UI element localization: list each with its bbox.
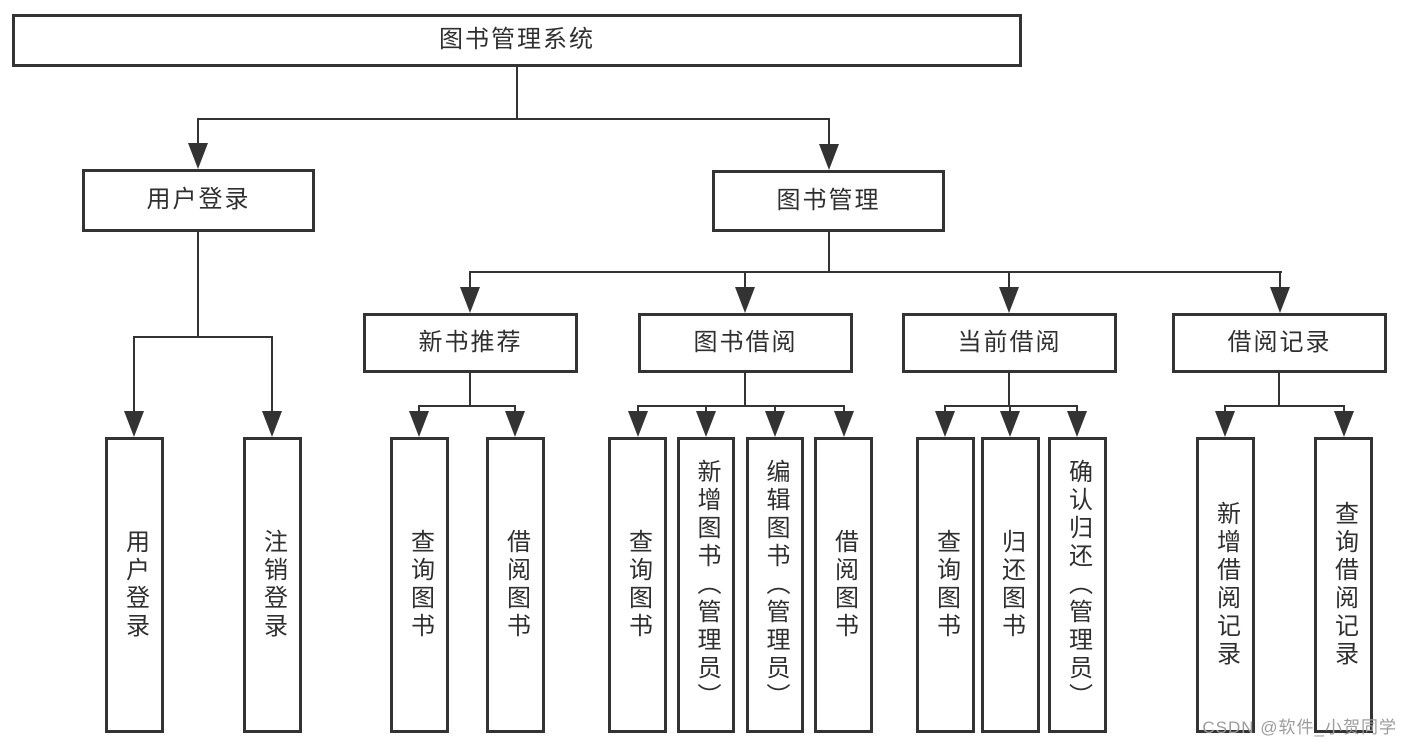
edge-stem-cb-query xyxy=(944,405,946,415)
leaf-rec-add-record: 新增借阅记录 xyxy=(1196,437,1255,733)
arrowhead-leaf-logout xyxy=(262,411,282,437)
arrowhead-nb-borrow xyxy=(505,411,525,437)
leaf-rec-add-record-label: 新增借阅记录 xyxy=(1212,501,1240,669)
watermark: CSDN @软件_小贺同学 xyxy=(1202,718,1397,737)
edge-new-book-rail xyxy=(418,405,516,407)
edge-stem-leaf-login xyxy=(133,336,135,413)
edge-current-trunk xyxy=(1008,373,1010,407)
edge-stem-bb-query xyxy=(637,405,639,415)
leaf-nb-query-book-label: 查询图书 xyxy=(406,529,434,641)
leaf-nb-query-book: 查询图书 xyxy=(390,437,449,733)
leaf-bb-edit-book-label: 编辑图书（管理员） xyxy=(762,459,789,711)
edge-stem-rec-add xyxy=(1224,405,1226,415)
leaf-nb-borrow-book: 借阅图书 xyxy=(486,437,545,733)
node-borrow-records: 借阅记录 xyxy=(1172,313,1387,373)
edge-stem-nb-query xyxy=(418,405,420,415)
leaf-nb-borrow-book-label: 借阅图书 xyxy=(502,529,530,641)
leaf-cb-return-book: 归还图书 xyxy=(981,437,1040,733)
leaf-cb-query-book-label: 查询图书 xyxy=(932,529,960,641)
leaf-cb-return-book-label: 归还图书 xyxy=(997,529,1025,641)
edge-user-login-rail xyxy=(133,336,273,338)
leaf-user-login: 用户登录 xyxy=(105,437,164,733)
leaf-user-login-label: 用户登录 xyxy=(121,529,149,641)
edge-user-login-trunk xyxy=(197,232,199,338)
edge-book-borrow-rail xyxy=(637,405,845,407)
leaf-bb-borrow-book: 借阅图书 xyxy=(814,437,873,733)
leaf-bb-borrow-book-label: 借阅图书 xyxy=(830,529,858,641)
edge-level2-rail xyxy=(197,118,830,120)
arrowhead-nb-query xyxy=(409,411,429,437)
edge-stem-user-login xyxy=(197,118,199,146)
edge-book-borrow-trunk xyxy=(744,373,746,407)
arrowhead-book-borrow xyxy=(735,287,755,313)
leaf-rec-query-record: 查询借阅记录 xyxy=(1314,437,1373,733)
edge-stem-nb-borrow xyxy=(514,405,516,415)
leaf-rec-query-record-label: 查询借阅记录 xyxy=(1330,501,1358,669)
node-user-login-label: 用户登录 xyxy=(146,186,251,214)
leaf-bb-query-book: 查询图书 xyxy=(608,437,667,733)
arrowhead-bb-add xyxy=(696,411,716,437)
edge-stem-book-mgmt xyxy=(828,118,830,146)
arrowhead-book-mgmt xyxy=(819,144,839,170)
edge-new-book-trunk xyxy=(469,373,471,407)
edge-records-trunk xyxy=(1278,373,1280,407)
arrowhead-new-book xyxy=(460,287,480,313)
arrowhead-rec-add xyxy=(1215,411,1235,437)
leaf-logout: 注销登录 xyxy=(243,437,302,733)
arrowhead-cb-return xyxy=(1000,411,1020,437)
edge-current-rail xyxy=(944,405,1078,407)
node-book-mgmt-label: 图书管理 xyxy=(776,186,881,214)
leaf-bb-add-book-label: 新增图书（管理员） xyxy=(693,459,720,711)
leaf-bb-add-book: 新增图书（管理员） xyxy=(677,437,735,733)
edge-stem-new-book xyxy=(469,271,471,291)
node-borrow-records-label: 借阅记录 xyxy=(1227,328,1332,356)
node-current-borrow-label: 当前借阅 xyxy=(957,328,1062,356)
leaf-cb-confirm-return: 确认归还（管理员） xyxy=(1048,437,1107,733)
edge-stem-cb-return xyxy=(1009,405,1011,415)
leaf-cb-query-book: 查询图书 xyxy=(916,437,975,733)
edge-stem-bb-add xyxy=(705,405,707,415)
node-new-book-rec-label: 新书推荐 xyxy=(418,328,523,356)
edge-stem-cb-confirm xyxy=(1076,405,1078,415)
edge-stem-leaf-logout xyxy=(271,336,273,413)
arrowhead-leaf-login xyxy=(124,411,144,437)
arrowhead-current-borrow xyxy=(999,287,1019,313)
arrowhead-cb-query xyxy=(935,411,955,437)
edge-stem-bb-edit xyxy=(774,405,776,415)
node-current-borrow: 当前借阅 xyxy=(902,313,1117,373)
edge-stem-bb-borrow xyxy=(843,405,845,415)
leaf-logout-label: 注销登录 xyxy=(259,529,287,641)
node-new-book-rec: 新书推荐 xyxy=(363,313,578,373)
node-root: 图书管理系统 xyxy=(12,14,1022,67)
edge-stem-borrow-records xyxy=(1279,271,1281,291)
edge-stem-current-borrow xyxy=(1008,271,1010,291)
node-root-label: 图书管理系统 xyxy=(439,26,595,54)
arrowhead-bb-query xyxy=(628,411,648,437)
leaf-cb-confirm-return-label: 确认归还（管理员） xyxy=(1064,459,1092,711)
arrowhead-cb-confirm xyxy=(1067,411,1087,437)
arrowhead-borrow-records xyxy=(1270,287,1290,313)
node-user-login: 用户登录 xyxy=(82,169,315,232)
edge-records-rail xyxy=(1224,405,1345,407)
node-book-borrow-label: 图书借阅 xyxy=(693,328,798,356)
edge-stem-book-borrow xyxy=(744,271,746,291)
node-book-borrow: 图书借阅 xyxy=(638,313,853,373)
edge-book-mgmt-trunk xyxy=(828,232,830,273)
node-book-mgmt: 图书管理 xyxy=(712,170,945,232)
arrowhead-bb-edit xyxy=(765,411,785,437)
arrowhead-rec-query xyxy=(1334,411,1354,437)
leaf-bb-edit-book: 编辑图书（管理员） xyxy=(746,437,804,733)
arrowhead-bb-borrow xyxy=(834,411,854,437)
edge-level3-rail xyxy=(469,271,1282,273)
arrowhead-user-login xyxy=(188,143,208,169)
edge-stem-rec-query xyxy=(1343,405,1345,415)
leaf-bb-query-book-label: 查询图书 xyxy=(624,529,652,641)
edge-root-trunk xyxy=(516,65,518,120)
